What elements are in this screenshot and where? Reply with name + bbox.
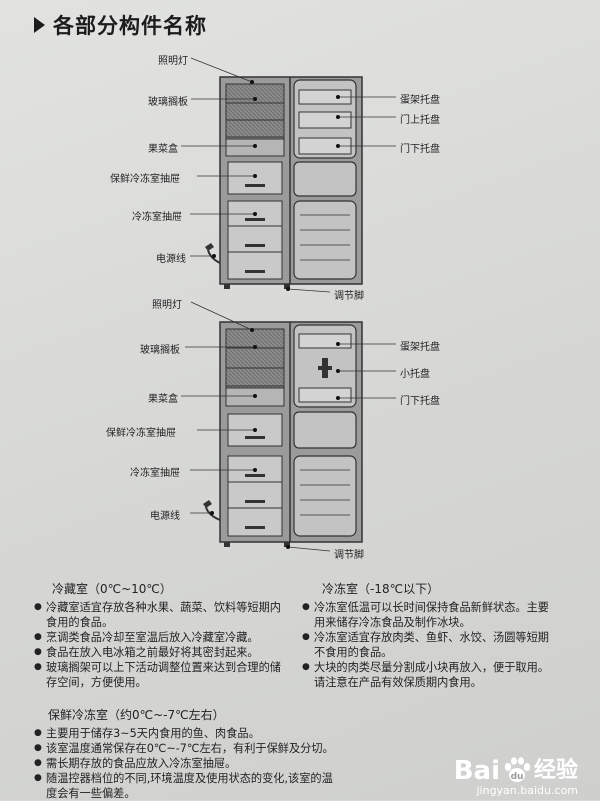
list-item: 大块的肉类尽量分割成小块再放入，便于取用。请注意在产品有效保质期内食用。 [302, 660, 552, 690]
label-light-1: 照明灯 [158, 56, 188, 67]
list-item: 玻璃搁架可以上下活动调整位置来达到合理的储存空间，方便使用。 [34, 660, 284, 690]
list-item: 随温控器档位的不同,环境温度及使用状态的变化,该室的温度会有一些偏差。 [34, 771, 334, 801]
label-power-cord-1: 电源线 [156, 254, 186, 265]
triangle-bullet-icon [34, 17, 45, 33]
baidu-watermark: Bai du 经验 [454, 756, 578, 784]
label-crisper-1: 果菜盒 [148, 144, 178, 155]
refrigerator-list: 冷藏室适宜存放各种水果、蔬菜、饮料等短期内食用的食品。 烹调类食品冷却至室温后放… [34, 600, 284, 690]
label-small-tray-2: 小托盘 [400, 369, 430, 380]
label-fresh-drawer-2: 保鲜冷冻室抽屉 [106, 428, 176, 439]
list-item: 烹调类食品冷却至室温后放入冷藏室冷藏。 [34, 630, 284, 645]
label-egg-tray-2: 蛋架托盘 [400, 342, 440, 353]
freezer-heading: 冷冻室（-18℃以下） [322, 582, 440, 596]
label-crisper-2: 果菜盒 [148, 394, 178, 405]
list-item: 主要用于储存3~5天内食用的鱼、肉食品。 [34, 726, 334, 741]
label-adjust-foot-1: 调节脚 [334, 291, 364, 302]
label-power-cord-2: 电源线 [150, 511, 180, 522]
list-item: 需长期存放的食品应放入冷冻室抽屉。 [34, 756, 334, 771]
label-light-2: 照明灯 [152, 300, 182, 311]
label-freezer-drawer-2: 冷冻室抽屉 [130, 468, 180, 479]
list-item: 该室温度通常保存在0℃~-7℃左右，有利于保鲜及分切。 [34, 741, 334, 756]
label-door-lower-tray-1: 门下托盘 [400, 144, 440, 155]
svg-text:du: du [511, 772, 524, 782]
fresh-freeze-heading: 保鲜冷冻室（约0℃~-7℃左右） [48, 708, 225, 722]
page-title: 各部分构件名称 [34, 10, 207, 40]
label-fresh-drawer-1: 保鲜冷冻室抽屉 [110, 174, 180, 185]
label-door-upper-tray-1: 门上托盘 [400, 115, 440, 126]
label-egg-tray-1: 蛋架托盘 [400, 95, 440, 106]
label-glass-shelf-2: 玻璃搁板 [140, 345, 180, 356]
list-item: 冷冻室适宜存放肉类、鱼虾、水饺、汤圆等短期不食用的食品。 [302, 630, 552, 660]
freezer-list: 冷冻室低温可以长时间保持食品新鲜状态。主要用来储存冷冻食品及制作冰块。 冷冻室适… [302, 600, 552, 690]
refrigerator-heading: 冷藏室（0℃~10℃） [52, 582, 172, 596]
fridge-diagram-1 [181, 57, 396, 293]
list-item: 冷藏室适宜存放各种水果、蔬菜、饮料等短期内食用的食品。 [34, 600, 284, 630]
label-door-lower-tray-2: 门下托盘 [400, 396, 440, 407]
list-item: 冷冻室低温可以长时间保持食品新鲜状态。主要用来储存冷冻食品及制作冰块。 [302, 600, 552, 630]
label-adjust-foot-2: 调节脚 [334, 550, 364, 561]
watermark-jingyan-text: 经验 [533, 758, 578, 783]
watermark-url: jingyan.baidu.com [476, 784, 578, 797]
fridge-diagram-2 [181, 301, 396, 552]
watermark-logo-text: Bai [453, 756, 500, 786]
list-item: 食品在放入电冰箱之前最好将其密封起来。 [34, 645, 284, 660]
label-freezer-drawer-1: 冷冻室抽屉 [132, 212, 182, 223]
fresh-freeze-list: 主要用于储存3~5天内食用的鱼、肉食品。 该室温度通常保存在0℃~-7℃左右，有… [34, 726, 334, 801]
label-glass-shelf-1: 玻璃搁板 [148, 97, 188, 108]
baidu-paw-icon: du [504, 757, 531, 782]
